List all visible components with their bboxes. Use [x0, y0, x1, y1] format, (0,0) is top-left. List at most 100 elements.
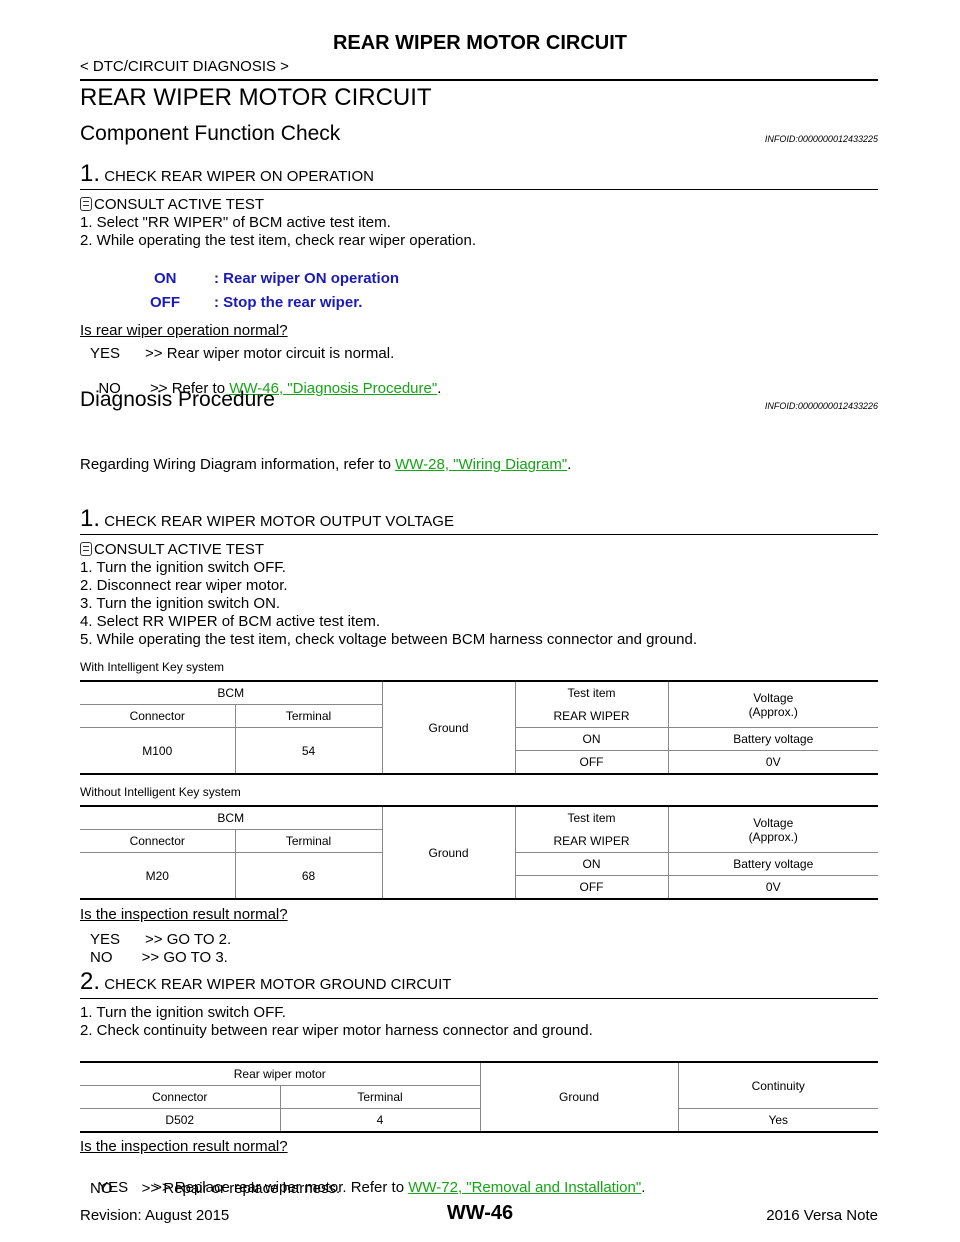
consult-label: CONSULT ACTIVE TEST	[94, 541, 265, 558]
voltage-label: Voltage	[753, 815, 794, 830]
step-title: CHECK REAR WIPER MOTOR OUTPUT VOLTAGE	[104, 513, 454, 530]
consult-icon	[80, 197, 92, 211]
cfc-no-suffix: .	[437, 380, 442, 397]
dp-step1-line-3: 3. Turn the ignition switch ON.	[80, 595, 281, 612]
dp-question-1: Is the inspection result normal?	[80, 906, 288, 923]
rear-wiper-header: REAR WIPER	[515, 704, 669, 728]
consult-icon	[80, 542, 92, 556]
yes2-suffix: .	[641, 1179, 646, 1196]
consult-label: CONSULT ACTIVE TEST	[94, 196, 265, 213]
diagnosis-procedure-link[interactable]: WW-46, "Diagnosis Procedure"	[229, 380, 438, 397]
step-divider	[80, 534, 878, 535]
ground-cell: Ground	[382, 680, 516, 775]
voltage-header: Voltage(Approx.)	[668, 805, 878, 853]
dp-step1-line-1: 1. Turn the ignition switch OFF.	[80, 559, 286, 576]
on-cell: ON	[515, 727, 669, 751]
without-key-label: Without Intelligent Key system	[80, 785, 241, 799]
cfc-yes: YES >> Rear wiper motor circuit is norma…	[90, 345, 395, 362]
on-label: ON	[154, 270, 177, 287]
footer-model: 2016 Versa Note	[766, 1207, 878, 1224]
dp-step2-heading: 2. CHECK REAR WIPER MOTOR GROUND CIRCUIT	[80, 968, 451, 996]
approx-label: (Approx.)	[748, 829, 798, 844]
cfc-step-heading: 1. CHECK REAR WIPER ON OPERATION	[80, 160, 374, 188]
test-item-header: Test item	[515, 680, 669, 705]
cfc-infoid: INFOID:0000000012433225	[764, 134, 878, 144]
dp-infoid: INFOID:0000000012433226	[764, 401, 878, 411]
header-divider	[80, 79, 878, 81]
step-number: 1.	[80, 160, 101, 187]
battery-voltage-cell: Battery voltage	[668, 852, 878, 876]
battery-voltage-cell: Battery voltage	[668, 727, 878, 751]
terminal-value: 54	[235, 727, 383, 775]
continuity-header: Continuity	[678, 1061, 878, 1109]
rear-wiper-motor-header: Rear wiper motor	[80, 1061, 481, 1086]
yes2-prefix: YES >> Replace rear wiper motor. Refer t…	[98, 1179, 409, 1196]
on-text: : Rear wiper ON operation	[214, 270, 400, 287]
bcm-header: BCM	[80, 805, 383, 830]
off-label: OFF	[150, 294, 180, 311]
test-item-header: Test item	[515, 805, 669, 830]
off-text: : Stop the rear wiper.	[214, 294, 363, 311]
off-cell: OFF	[515, 875, 669, 900]
wiring-diagram-link[interactable]: WW-28, "Wiring Diagram"	[395, 456, 568, 473]
dp-yes-1: YES >> GO TO 2.	[90, 931, 232, 948]
step-title: CHECK REAR WIPER MOTOR GROUND CIRCUIT	[104, 976, 452, 993]
page-header-title: REAR WIPER MOTOR CIRCUIT	[332, 32, 628, 54]
footer-revision: Revision: August 2015	[80, 1207, 230, 1224]
dp-regarding: Regarding Wiring Diagram information, re…	[80, 456, 571, 473]
dp-step1-line-2: 2. Disconnect rear wiper motor.	[80, 577, 288, 594]
cfc-no: NO >> Refer to WW-46, "Diagnosis Procedu…	[90, 363, 441, 397]
removal-installation-link[interactable]: WW-72, "Removal and Installation"	[408, 1179, 642, 1196]
dp-yes-2: YES >> Replace rear wiper motor. Refer t…	[90, 1162, 645, 1196]
dp-no-2: NO >> Repair or replace harness.	[90, 1180, 341, 1197]
cfc-heading: Component Function Check	[80, 122, 341, 145]
dp-step1-line-4: 4. Select RR WIPER of BCM active test it…	[80, 613, 381, 630]
dp-step2-line-2: 2. Check continuity between rear wiper m…	[80, 1022, 593, 1039]
approx-label: (Approx.)	[748, 704, 798, 719]
step-number: 2.	[80, 968, 101, 995]
voltage-header: Voltage(Approx.)	[668, 680, 878, 728]
terminal-value: 68	[235, 852, 383, 900]
footer-page-number: WW-46	[446, 1202, 514, 1224]
step-number: 1.	[80, 505, 101, 532]
continuity-table: Rear wiper motor Ground Continuity Conne…	[80, 1061, 878, 1133]
dp-question-2: Is the inspection result normal?	[80, 1138, 288, 1155]
bcm-header: BCM	[80, 680, 383, 705]
step-divider	[80, 998, 878, 999]
voltage-label: Voltage	[753, 690, 794, 705]
dp-step2-line-1: 1. Turn the ignition switch OFF.	[80, 1004, 286, 1021]
dp-no-1: NO >> GO TO 3.	[90, 949, 228, 966]
breadcrumb: < DTC/CIRCUIT DIAGNOSIS >	[80, 58, 289, 75]
zero-volt-cell: 0V	[668, 750, 878, 775]
connector-value: M20	[80, 852, 236, 900]
bcm-voltage-table-without-key: BCM Ground Test item Voltage(Approx.) Co…	[80, 805, 878, 900]
cfc-consult: CONSULT ACTIVE TEST	[80, 196, 264, 213]
connector-header: Connector	[80, 1085, 281, 1109]
dp-step1-line-5: 5. While operating the test item, check …	[80, 631, 698, 648]
dp-heading: Diagnosis Procedure	[80, 388, 275, 411]
terminal-header: Terminal	[235, 829, 383, 853]
dp-consult: CONSULT ACTIVE TEST	[80, 541, 264, 558]
terminal-header: Terminal	[235, 704, 383, 728]
on-cell: ON	[515, 852, 669, 876]
off-cell: OFF	[515, 750, 669, 775]
connector-value: M100	[80, 727, 236, 775]
step-title: CHECK REAR WIPER ON OPERATION	[104, 168, 374, 185]
bcm-voltage-table-with-key: BCM Ground Test item Voltage(Approx.) Co…	[80, 680, 878, 775]
regard-prefix: Regarding Wiring Diagram information, re…	[80, 456, 396, 473]
cfc-line-1: 1. Select "RR WIPER" of BCM active test …	[80, 214, 391, 231]
section-title: REAR WIPER MOTOR CIRCUIT	[80, 84, 432, 111]
with-key-label: With Intelligent Key system	[80, 660, 225, 674]
terminal-value: 4	[280, 1108, 481, 1133]
zero-volt-cell: 0V	[668, 875, 878, 900]
cfc-no-prefix: NO >> Refer to	[98, 380, 230, 397]
connector-header: Connector	[80, 704, 236, 728]
regard-suffix: .	[567, 456, 572, 473]
connector-value: D502	[80, 1108, 281, 1133]
rear-wiper-header: REAR WIPER	[515, 829, 669, 853]
ground-cell: Ground	[480, 1061, 679, 1133]
connector-header: Connector	[80, 829, 236, 853]
cfc-question: Is rear wiper operation normal?	[80, 322, 288, 339]
step-divider	[80, 189, 878, 190]
cfc-line-2: 2. While operating the test item, check …	[80, 232, 477, 249]
